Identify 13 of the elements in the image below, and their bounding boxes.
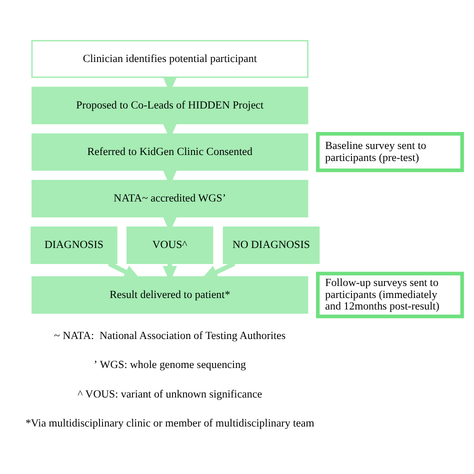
node-box: Baseline survey sent to participants (pre-test) xyxy=(316,132,464,172)
label: *Via multidisciplinary clinic or member of multidisciplinary team xyxy=(25,418,314,430)
node-box: NATA~ accredited WGSʼ xyxy=(32,180,308,218)
label: ~ NATA: National Association of Testing Authorites xyxy=(54,330,286,342)
node-box: Follow-up surveys sent to participants (immediately and 12months post-result) xyxy=(316,272,464,318)
node-box: Result delivered to patient* xyxy=(32,276,308,314)
node-box: DIAGNOSIS xyxy=(30,226,118,264)
node-box: NO DIAGNOSIS xyxy=(222,226,320,264)
arrow xyxy=(108,262,140,280)
node-box: VOUS^ xyxy=(126,226,214,264)
arrow xyxy=(201,262,236,280)
label: ^ VOUS: variant of unknown significance xyxy=(78,388,262,400)
label: ʼ WGS: whole genome sequencing xyxy=(94,359,246,372)
